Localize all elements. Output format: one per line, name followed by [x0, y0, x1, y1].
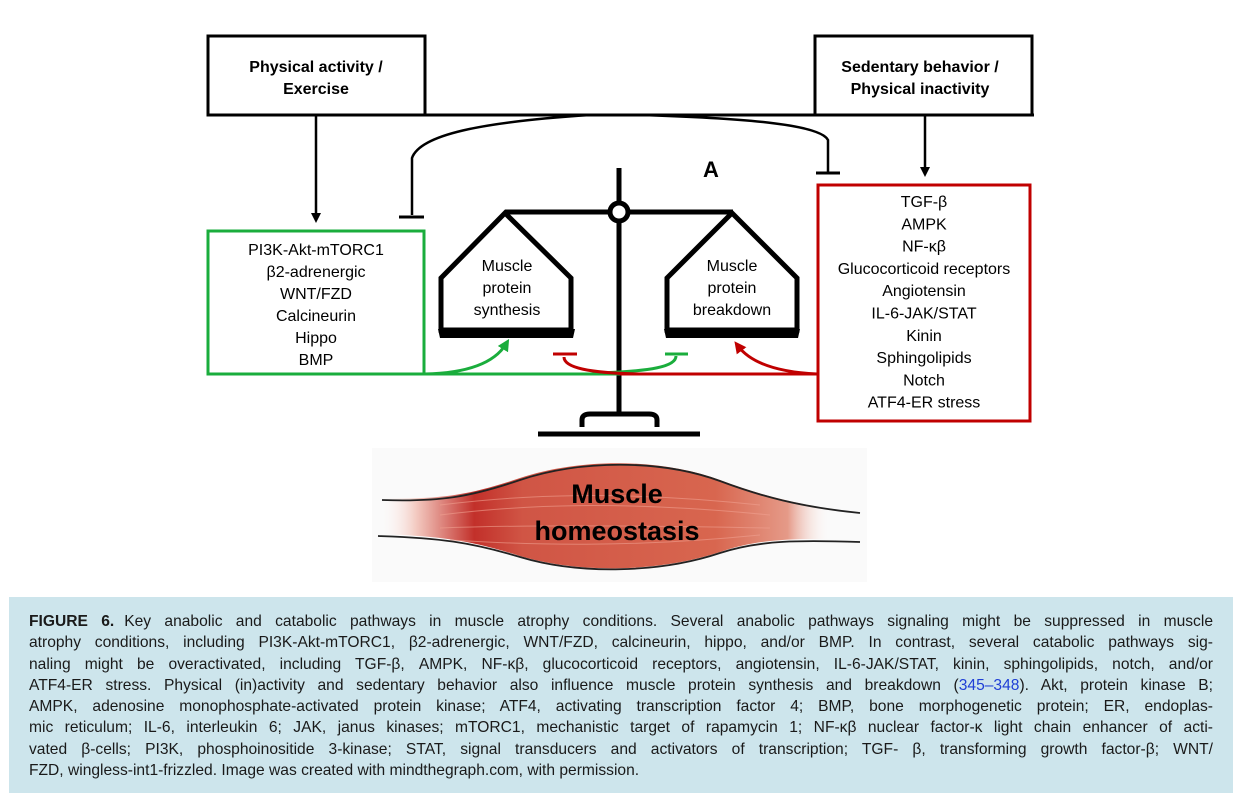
tendon-top-outline — [381, 463, 861, 514]
anabolic-pathway-item: Calcineurin — [276, 308, 356, 325]
catabolic-pathway-item: Kinin — [906, 328, 942, 345]
catabolic-pathway-item: IL-6-JAK/STAT — [871, 306, 976, 323]
anabolic-pathway-item: Hippo — [295, 330, 337, 347]
caption-line-3: naling might be overactivated, including… — [29, 655, 1213, 673]
breakdown-pan: Muscle protein breakdown — [664, 209, 800, 338]
anabolic-inhibit-breakdown — [599, 355, 678, 375]
anabolic-arrow-to-synthesis — [424, 338, 510, 376]
catabolic-pathway-item: TGF-β — [901, 194, 948, 211]
catabolic-arrow-to-breakdown — [734, 341, 818, 376]
caption-line-4: ATF4-ER stress. Physical (in)activity an… — [29, 676, 1213, 694]
muscle-homeostasis-line1: Muscle — [571, 479, 663, 509]
caption-line-1: FIGURE 6.Key anabolic and catabolic path… — [29, 613, 1213, 630]
catabolic-pathway-item: NF-κβ — [902, 239, 946, 256]
caption-line-2: atrophy conditions, including PI3K-Akt-m… — [29, 634, 1213, 652]
anabolic-pathway-item: PI3K-Akt-mTORC1 — [248, 242, 384, 259]
muscle-homeostasis-line2: homeostasis — [534, 516, 699, 546]
muscle-illustration: Muscle homeostasis — [372, 448, 867, 582]
catabolic-pathway-item: Glucocorticoid receptors — [838, 261, 1011, 278]
physical-activity-label-line1: Physical activity / — [249, 59, 383, 76]
figure-label: FIGURE 6. — [29, 613, 115, 630]
caption-line-6: mic reticulum; IL-6, interleukin 6; JAK,… — [29, 719, 1213, 737]
sedentary-label-line1: Sedentary behavior / — [841, 59, 999, 76]
anabolic-pathway-item: WNT/FZD — [280, 286, 352, 303]
caption-line-5: AMPK, adenosine monophosphate-activated … — [29, 698, 1213, 716]
panel-label: A — [703, 157, 719, 182]
anabolic-pathway-item: β2-adrenergic — [266, 264, 365, 281]
pathway-diagram: Physical activity / Exercise Sedentary b… — [206, 34, 1034, 582]
catabolic-inhibit-synthesis — [562, 356, 641, 376]
breakdown-label-line1: Muscle — [707, 258, 758, 275]
anabolic-pathway-item: BMP — [299, 352, 334, 369]
synthesis-label-line2: protein — [483, 280, 532, 297]
physical-activity-box: Physical activity / Exercise — [206, 34, 427, 117]
sedentary-label-line2: Physical inactivity — [851, 81, 990, 98]
scale-base-foot — [579, 411, 660, 427]
tendon-bottom-outline — [377, 535, 861, 571]
physical-activity-label-line2: Exercise — [283, 81, 349, 98]
balance-scale: Muscle protein synthesis Muscle protein … — [438, 168, 800, 437]
inhibition-curve-to-anabolic — [410, 113, 591, 215]
catabolic-pathway-item: Angiotensin — [882, 283, 966, 300]
catabolic-pathway-item: AMPK — [901, 216, 947, 233]
sedentary-behavior-box: Sedentary behavior / Physical inactivity — [813, 34, 1034, 117]
breakdown-label-line3: breakdown — [693, 302, 771, 319]
catabolic-pathway-item: Notch — [903, 372, 945, 389]
caption-line-7: vated β-cells; PI3K, phosphoinositide 3-… — [29, 740, 1213, 758]
catabolic-pathway-item: ATF4-ER stress — [868, 395, 981, 412]
figure-caption: FIGURE 6.Key anabolic and catabolic path… — [9, 597, 1233, 793]
scale-pivot — [607, 200, 631, 224]
synthesis-pan: Muscle protein synthesis — [438, 209, 575, 338]
inhibition-curve-to-catabolic — [639, 113, 830, 172]
catabolic-pathway-item: Sphingolipids — [876, 350, 971, 367]
caption-line-8: FZD, wingless-int1-frizzled. Image was c… — [29, 762, 640, 780]
reference-link[interactable]: 345–348 — [958, 676, 1020, 694]
breakdown-label-line2: protein — [708, 280, 757, 297]
synthesis-label-line3: synthesis — [474, 302, 541, 319]
synthesis-label-line1: Muscle — [482, 258, 533, 275]
